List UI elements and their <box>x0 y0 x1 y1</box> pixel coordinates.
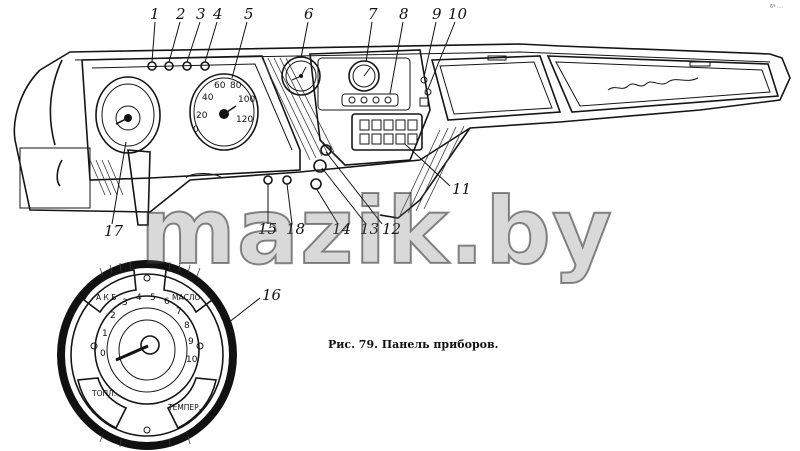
speedometer: 0 20 40 60 80 100 120 <box>189 73 259 151</box>
callout-8: 8 <box>399 5 409 23</box>
svg-text:2: 2 <box>110 311 116 321</box>
figure-caption: Рис. 79. Панель приборов. <box>328 338 499 351</box>
callout-14: 14 <box>332 220 351 238</box>
ammeter-label: А К Б <box>96 293 116 302</box>
svg-text:60: 60 <box>214 81 226 91</box>
svg-text:8: 8 <box>184 321 190 331</box>
combination-gauge-small <box>95 76 161 154</box>
callout-labels: 1 2 3 4 5 6 7 8 9 10 11 12 13 14 15 16 1… <box>104 5 471 304</box>
svg-text:1: 1 <box>102 329 108 339</box>
svg-text:3: 3 <box>122 298 128 308</box>
combination-gauge-detail: 0 1 2 3 4 5 6 7 8 9 10 А К Б МАСЛО ТОПЛ.… <box>57 260 237 450</box>
callout-15: 15 <box>258 220 277 238</box>
console-gauge <box>341 60 399 107</box>
callout-2: 2 <box>175 5 186 23</box>
svg-text:100: 100 <box>238 95 255 105</box>
callout-12: 12 <box>382 220 401 238</box>
svg-text:20: 20 <box>196 111 208 121</box>
callout-13: 13 <box>360 220 379 238</box>
svg-text:9: 9 <box>188 337 194 347</box>
callout-18: 18 <box>286 220 305 238</box>
callout-11: 11 <box>452 180 471 198</box>
svg-text:6: 6 <box>164 297 170 307</box>
callout-10: 10 <box>448 5 468 23</box>
svg-text:120: 120 <box>236 115 253 125</box>
callout-16: 16 <box>262 286 282 304</box>
callout-4: 4 <box>212 5 223 23</box>
svg-text:80: 80 <box>230 81 242 91</box>
callout-3: 3 <box>196 5 206 23</box>
control-knobs <box>263 144 332 190</box>
svg-text:10: 10 <box>186 355 198 365</box>
callout-7: 7 <box>368 5 378 23</box>
svg-text:40: 40 <box>202 93 214 103</box>
svg-text:7: 7 <box>176 307 182 317</box>
callout-5: 5 <box>244 5 254 23</box>
callout-leaders <box>111 21 456 335</box>
clock <box>281 56 321 96</box>
svg-text:5: 5 <box>150 293 156 303</box>
callout-6: 6 <box>304 5 314 23</box>
dashboard-outline <box>13 43 791 226</box>
callout-1: 1 <box>150 5 160 23</box>
svg-text:4: 4 <box>136 293 142 303</box>
svg-text:0: 0 <box>193 125 199 135</box>
page-reference: 6ª .... <box>770 4 784 10</box>
callout-9: 9 <box>432 5 442 23</box>
fuel-label: ТОПЛ. <box>91 389 116 398</box>
svg-text:0: 0 <box>100 349 106 359</box>
glovebox-emblem <box>607 77 699 91</box>
temperature-label: ТЕМПЕР. <box>167 403 201 412</box>
callout-17: 17 <box>104 222 124 240</box>
oil-label: МАСЛО <box>172 293 200 302</box>
